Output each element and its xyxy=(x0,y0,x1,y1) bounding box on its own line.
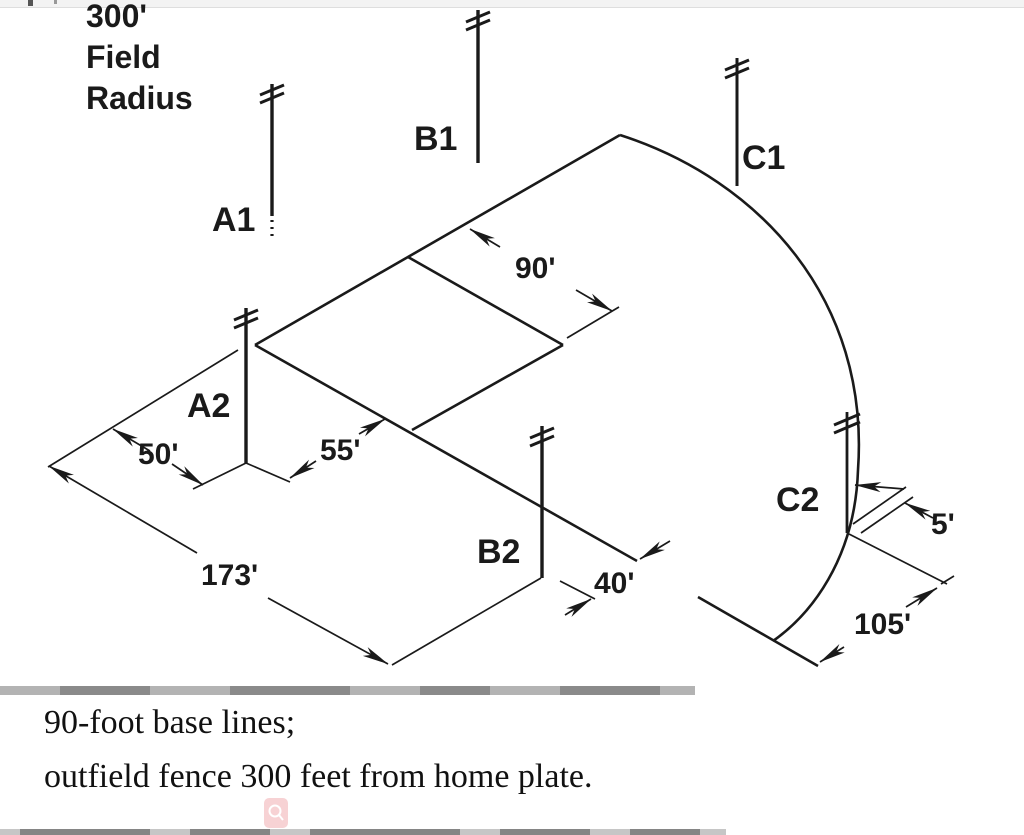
field-radius-line1: 300' xyxy=(86,0,147,34)
caption-line-2: outfield fence 300 feet from home plate. xyxy=(44,758,593,795)
field-radius-line3: Radius xyxy=(86,80,193,116)
dim-90-arrow-a xyxy=(469,228,501,248)
dim-105-arrow-a xyxy=(819,643,845,663)
home-extension-line xyxy=(47,349,239,468)
divider-dash xyxy=(560,686,660,695)
dim-55-arrow-b xyxy=(358,418,386,437)
dim-label-40: 40' xyxy=(594,567,635,600)
field-radius-line2: Field xyxy=(86,39,161,75)
pole-a1 xyxy=(259,83,285,236)
dim-5-leader-2 xyxy=(860,496,914,534)
dim-label-50: 50' xyxy=(138,438,179,471)
dim-105-arrow-b xyxy=(905,587,938,608)
foul-lines xyxy=(254,133,819,668)
top-page-edge xyxy=(0,0,1024,8)
dim-50-arrow-a xyxy=(112,428,151,452)
dim-173-arrow-a xyxy=(48,465,198,554)
a2-extension-right xyxy=(245,462,291,483)
dim-50-arrow-b xyxy=(171,463,204,486)
pole-label-c2: C2 xyxy=(776,481,820,519)
extension-lines xyxy=(47,306,955,666)
divider-band xyxy=(0,686,695,695)
outfield-fence-arc xyxy=(619,133,861,643)
a2-extension-left xyxy=(192,462,247,490)
edge-dash xyxy=(310,829,460,835)
first-base-foul-line-extension xyxy=(697,595,819,668)
magnifier-icon xyxy=(268,804,284,821)
dim-label-173: 173' xyxy=(201,559,259,592)
dim-label-90: 90' xyxy=(515,252,556,285)
pole-b2 xyxy=(529,426,555,578)
dim-55-arrow-a xyxy=(289,459,317,479)
dim-105-overrun xyxy=(940,575,955,585)
pole-label-a2: A2 xyxy=(187,387,231,425)
pole-label-a1: A1 xyxy=(212,201,256,239)
dim-label-55: 55' xyxy=(320,434,361,467)
divider-dash xyxy=(60,686,150,695)
pole-label-c1: C1 xyxy=(742,139,786,177)
dim-label-5: 5' xyxy=(931,508,955,541)
pole-label-b1: B1 xyxy=(414,120,458,158)
glyph-sliver xyxy=(28,0,33,6)
divider-dash xyxy=(230,686,350,695)
diamond-edge xyxy=(411,343,564,432)
edge-dash xyxy=(20,829,150,835)
edge-dash xyxy=(190,829,270,835)
pole-a2 xyxy=(233,308,259,463)
third-base-foul-line xyxy=(254,133,621,347)
dim-40-arrow-b xyxy=(639,540,671,560)
divider-dash xyxy=(420,686,490,695)
bottom-page-edge xyxy=(0,829,726,835)
b2-extension-line xyxy=(391,577,542,666)
pole-label-b2: B2 xyxy=(477,533,521,571)
dimension-arrows xyxy=(48,228,938,665)
first-base-foul-line xyxy=(254,343,638,563)
zoom-button[interactable] xyxy=(264,798,288,828)
pole-c1 xyxy=(724,58,750,186)
dim-5-leader-1 xyxy=(852,486,907,525)
dim-label-105: 105' xyxy=(854,608,912,641)
b2-extension-short xyxy=(559,580,596,600)
edge-dash xyxy=(630,829,700,835)
dim-5-arrow-a xyxy=(854,482,905,493)
c2-extension-line xyxy=(848,533,948,585)
dim-90-arrow-b xyxy=(575,289,613,312)
second-base-extension-line xyxy=(566,306,620,339)
glyph-sliver xyxy=(54,0,57,4)
infield-diamond xyxy=(407,255,564,432)
dim-40-arrow-a xyxy=(564,598,592,617)
pole-b1 xyxy=(465,10,491,163)
pole-c2 xyxy=(833,412,861,533)
caption-line-1: 90-foot base lines; xyxy=(44,704,296,741)
diamond-edge xyxy=(407,255,564,347)
dim-173-arrow-b xyxy=(267,597,389,665)
dim-5-arrow-b xyxy=(904,502,934,520)
edge-dash xyxy=(500,829,590,835)
